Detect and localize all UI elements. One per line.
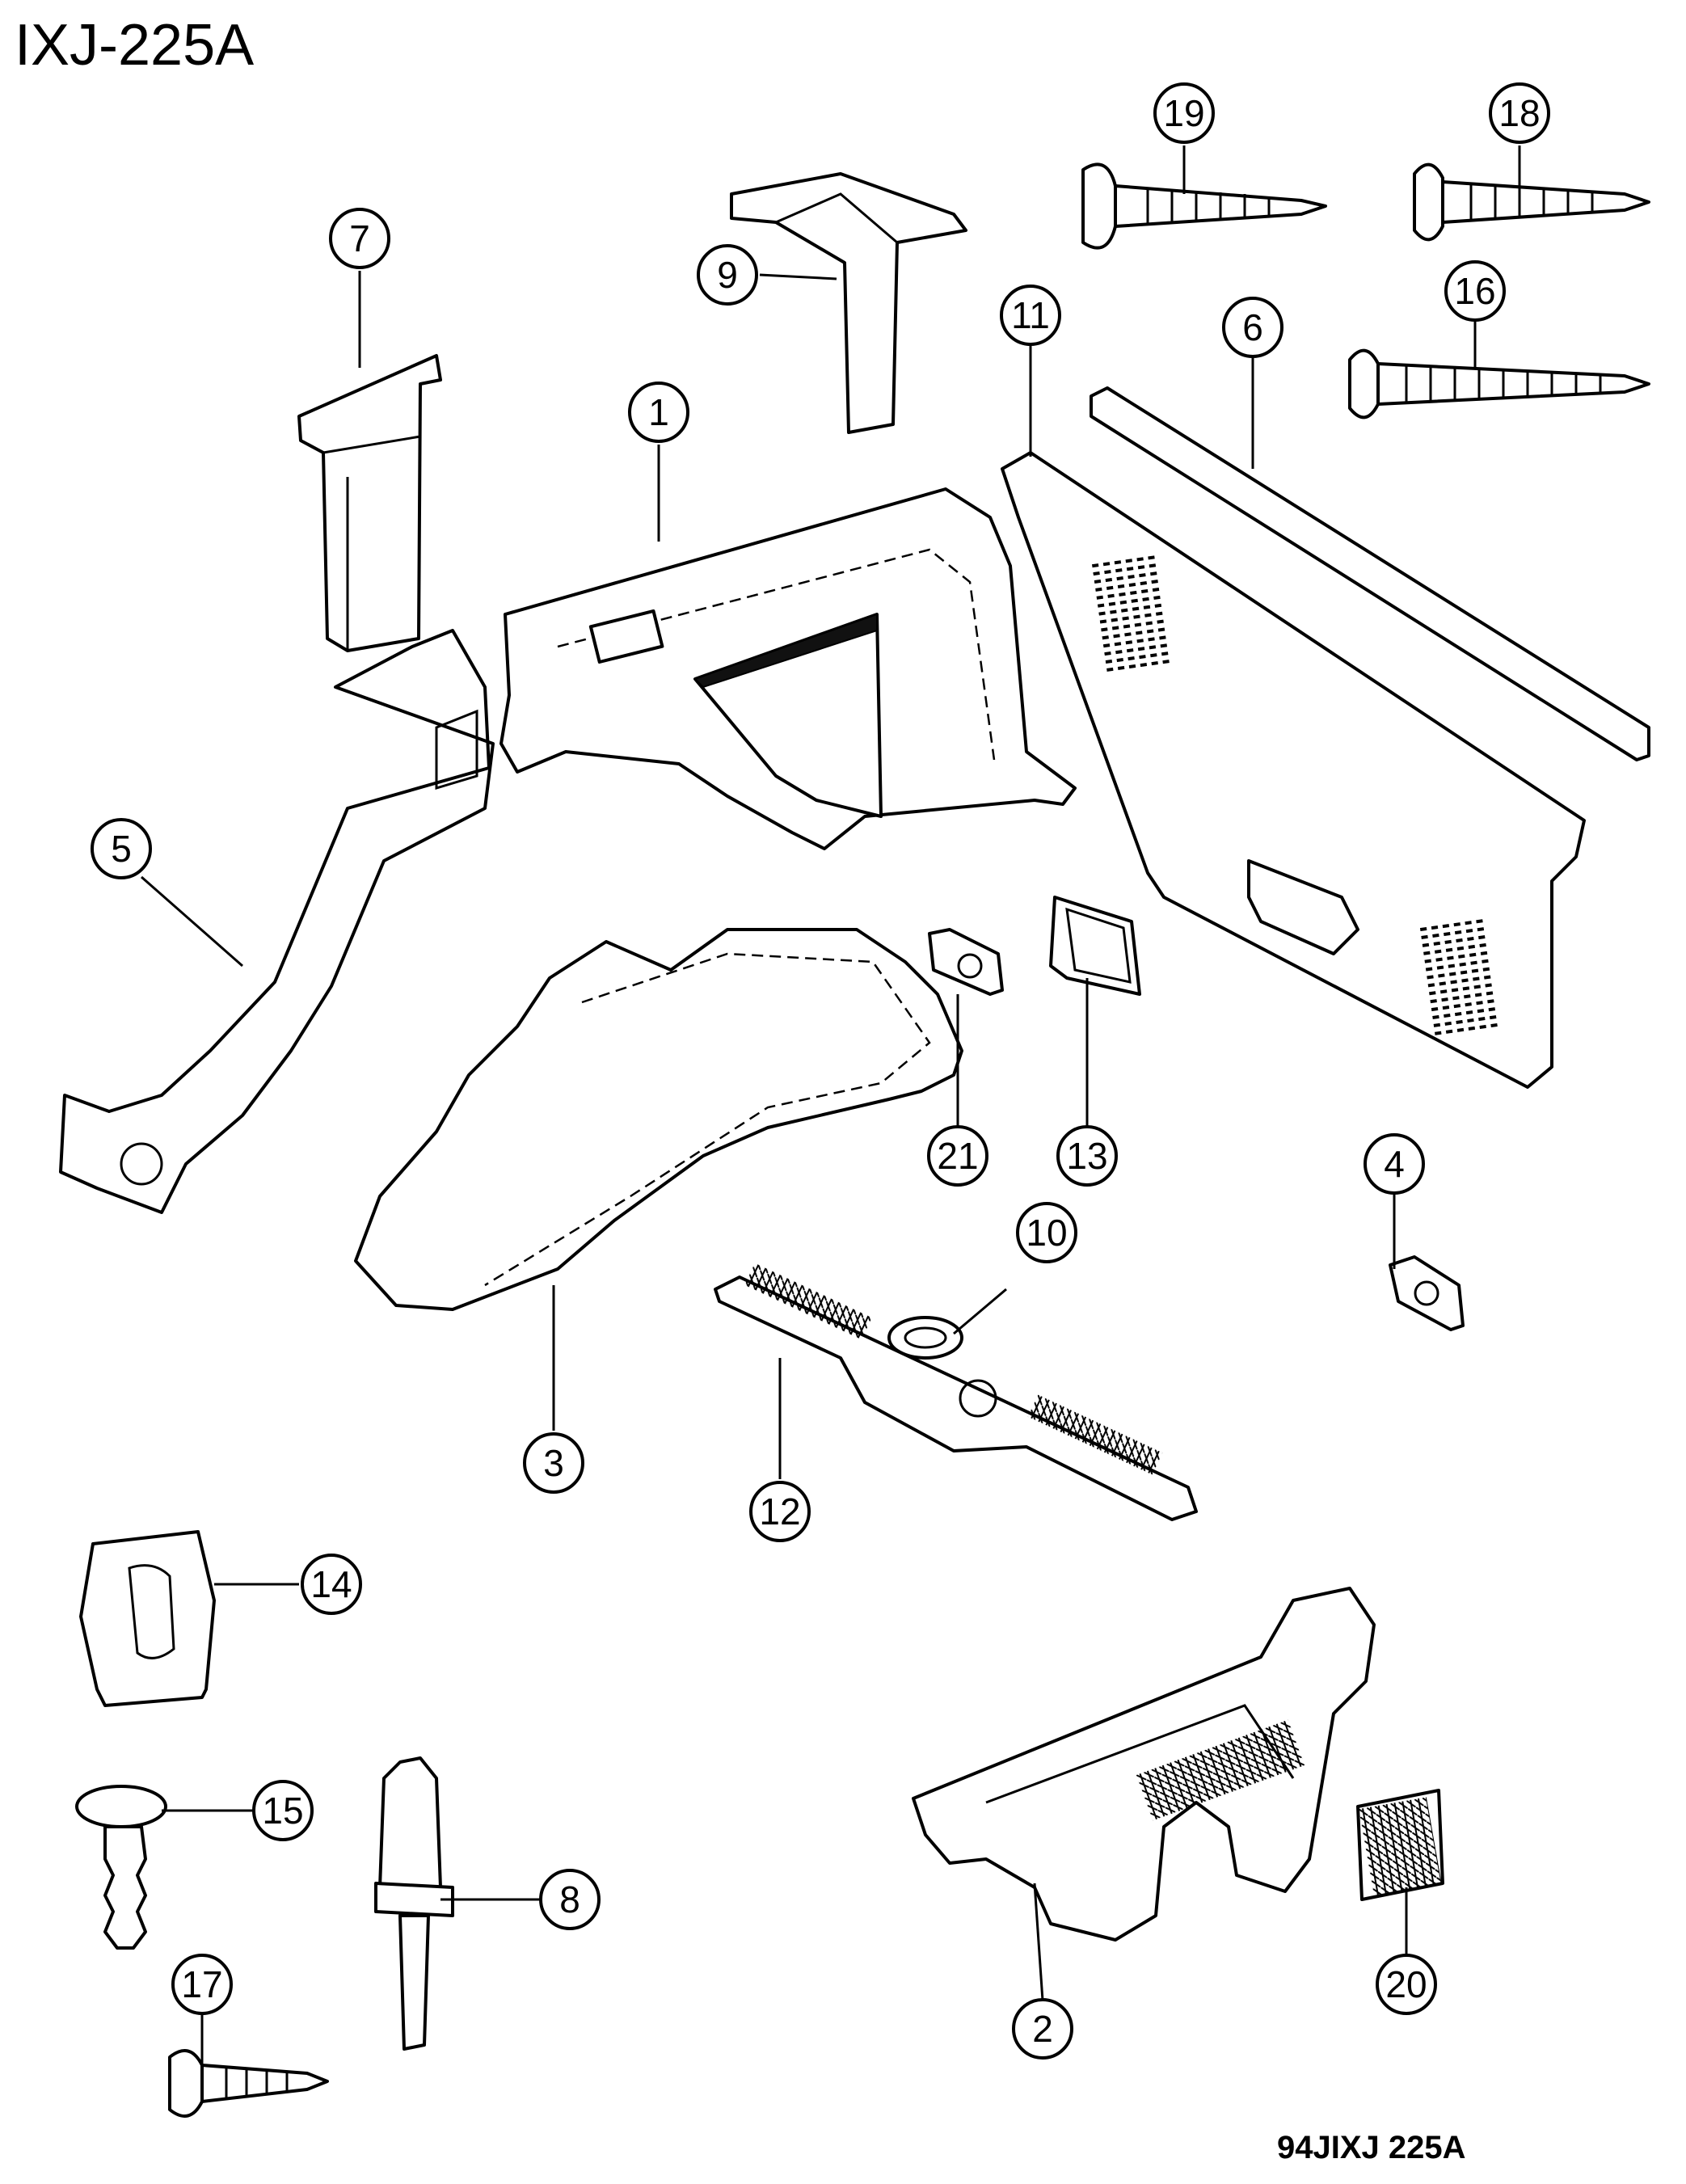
callout-7: 7: [329, 208, 390, 269]
callout-3: 3: [523, 1432, 584, 1494]
svg-text:1: 1: [648, 391, 669, 433]
diagram-code: 94JIXJ 225A: [1277, 2130, 1466, 2165]
part-7-pillar-trim: [297, 354, 442, 652]
callout-15: 15: [252, 1780, 314, 1841]
svg-text:14: 14: [310, 1563, 352, 1605]
part-9-upper-trim: [730, 172, 967, 434]
part-12-sill-plate: [714, 1263, 1198, 1521]
callout-17: 17: [171, 1954, 233, 2015]
svg-text:6: 6: [1242, 306, 1263, 348]
svg-text:19: 19: [1163, 92, 1204, 134]
callout-12: 12: [749, 1481, 811, 1542]
part-15-push-pin: [75, 1785, 167, 1950]
svg-text:11: 11: [1011, 294, 1050, 336]
diagram-title: IXJ-225A: [15, 13, 254, 78]
part-11-rear-trim-panel: [1001, 451, 1586, 1089]
part-2-lower-quarter-trim: [912, 1587, 1376, 1942]
part-18-screw: [1413, 162, 1650, 242]
callout-14: 14: [301, 1554, 362, 1615]
callout-1: 1: [628, 382, 689, 443]
part-20-pad: [1356, 1789, 1444, 1901]
callout-13: 13: [1056, 1125, 1118, 1187]
callout-9: 9: [697, 244, 758, 306]
callout-5: 5: [91, 818, 152, 879]
part-14-clip-plate: [79, 1530, 216, 1707]
callout-11: 11: [1000, 285, 1061, 346]
svg-text:12: 12: [759, 1490, 800, 1533]
svg-text:10: 10: [1026, 1212, 1067, 1254]
svg-text:16: 16: [1454, 270, 1495, 312]
callout-6: 6: [1222, 297, 1283, 358]
svg-text:18: 18: [1498, 92, 1540, 134]
part-5-lower-pillar-trim: [59, 629, 495, 1214]
svg-text:2: 2: [1032, 2008, 1053, 2050]
svg-text:21: 21: [937, 1135, 978, 1177]
part-13-pad: [1049, 896, 1141, 996]
part-8-rivet: [374, 1756, 454, 2051]
part-10-grommet: [887, 1316, 963, 1360]
svg-text:15: 15: [262, 1790, 303, 1832]
callout-19: 19: [1153, 82, 1215, 144]
callout-20: 20: [1376, 1954, 1437, 2015]
part-19-screw: [1081, 162, 1327, 250]
svg-text:13: 13: [1066, 1135, 1107, 1177]
callout-21: 21: [927, 1125, 988, 1187]
callout-10: 10: [1016, 1202, 1077, 1263]
callout-2: 2: [1012, 1998, 1073, 2060]
callout-8: 8: [539, 1869, 601, 1930]
part-21-bracket: [928, 928, 1004, 996]
svg-text:20: 20: [1385, 1963, 1427, 2005]
svg-text:9: 9: [717, 254, 738, 296]
svg-text:7: 7: [349, 217, 370, 259]
svg-text:8: 8: [559, 1878, 580, 1920]
leader-lines: [141, 145, 1521, 2065]
part-6-rail: [1090, 386, 1650, 761]
part-1-quarter-trim-panel: [499, 487, 1077, 850]
callout-18: 18: [1489, 82, 1550, 144]
part-3-wheelhouse-cover: [354, 928, 963, 1311]
part-16-screw: [1348, 348, 1650, 420]
part-4-bracket: [1389, 1255, 1465, 1331]
callout-16: 16: [1444, 260, 1506, 322]
part-17-screw: [168, 2049, 329, 2118]
svg-text:17: 17: [181, 1963, 222, 2005]
svg-text:4: 4: [1384, 1143, 1405, 1185]
svg-text:5: 5: [111, 828, 132, 870]
svg-text:3: 3: [543, 1442, 564, 1484]
callout-4: 4: [1364, 1133, 1425, 1195]
